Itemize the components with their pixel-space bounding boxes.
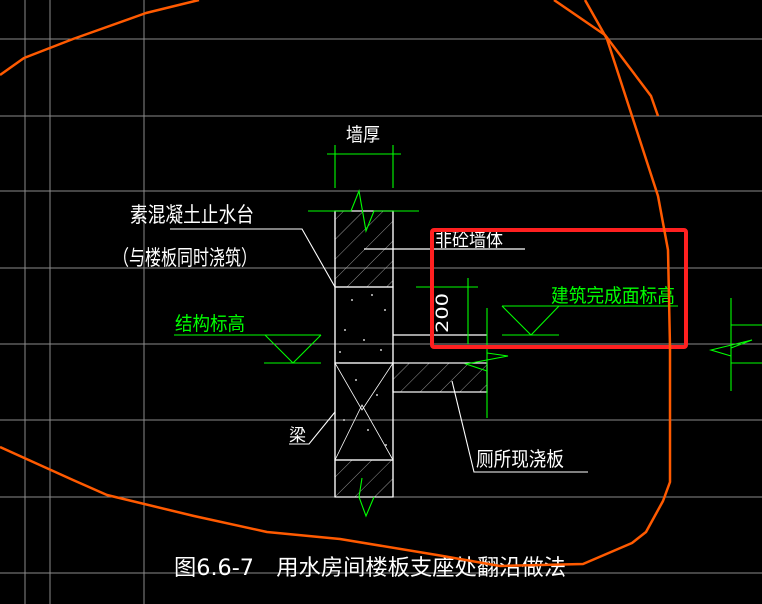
finished-elevation-label: 建筑完成面标高 [551, 285, 675, 307]
labels: 墙厚 素混凝土止水台 （与楼板同时浇筑） 非砼墙体 建筑完成面标高 结构标高 2… [113, 124, 675, 581]
highlight-box [430, 228, 688, 349]
markup-loop [0, 0, 672, 568]
beam-label: 梁 [289, 426, 306, 446]
green-dimension-lines [174, 145, 762, 518]
concrete-dots [339, 294, 387, 446]
leader-lines [170, 228, 588, 473]
structural-elevation-label: 结构标高 [175, 313, 245, 335]
non-concrete-wall-label: 非砼墙体 [435, 229, 503, 251]
markup-curves [0, 0, 672, 568]
markup-curve-right [553, 0, 660, 117]
wall-thickness-label: 墙厚 [346, 124, 380, 146]
waterstop-curb-label: 素混凝土止水台 [130, 203, 254, 227]
figure-caption: 图6.6-7 用水房间楼板支座处翻沿做法 [174, 556, 566, 581]
wall-section [334, 210, 394, 498]
waterstop-note-label: （与楼板同时浇筑） [113, 246, 257, 270]
slab-section [364, 248, 525, 393]
curb-height-dimension: 200 [433, 293, 453, 333]
markup-curve-top [0, 0, 200, 77]
toilet-slab-label: 厕所现浇板 [476, 447, 564, 471]
